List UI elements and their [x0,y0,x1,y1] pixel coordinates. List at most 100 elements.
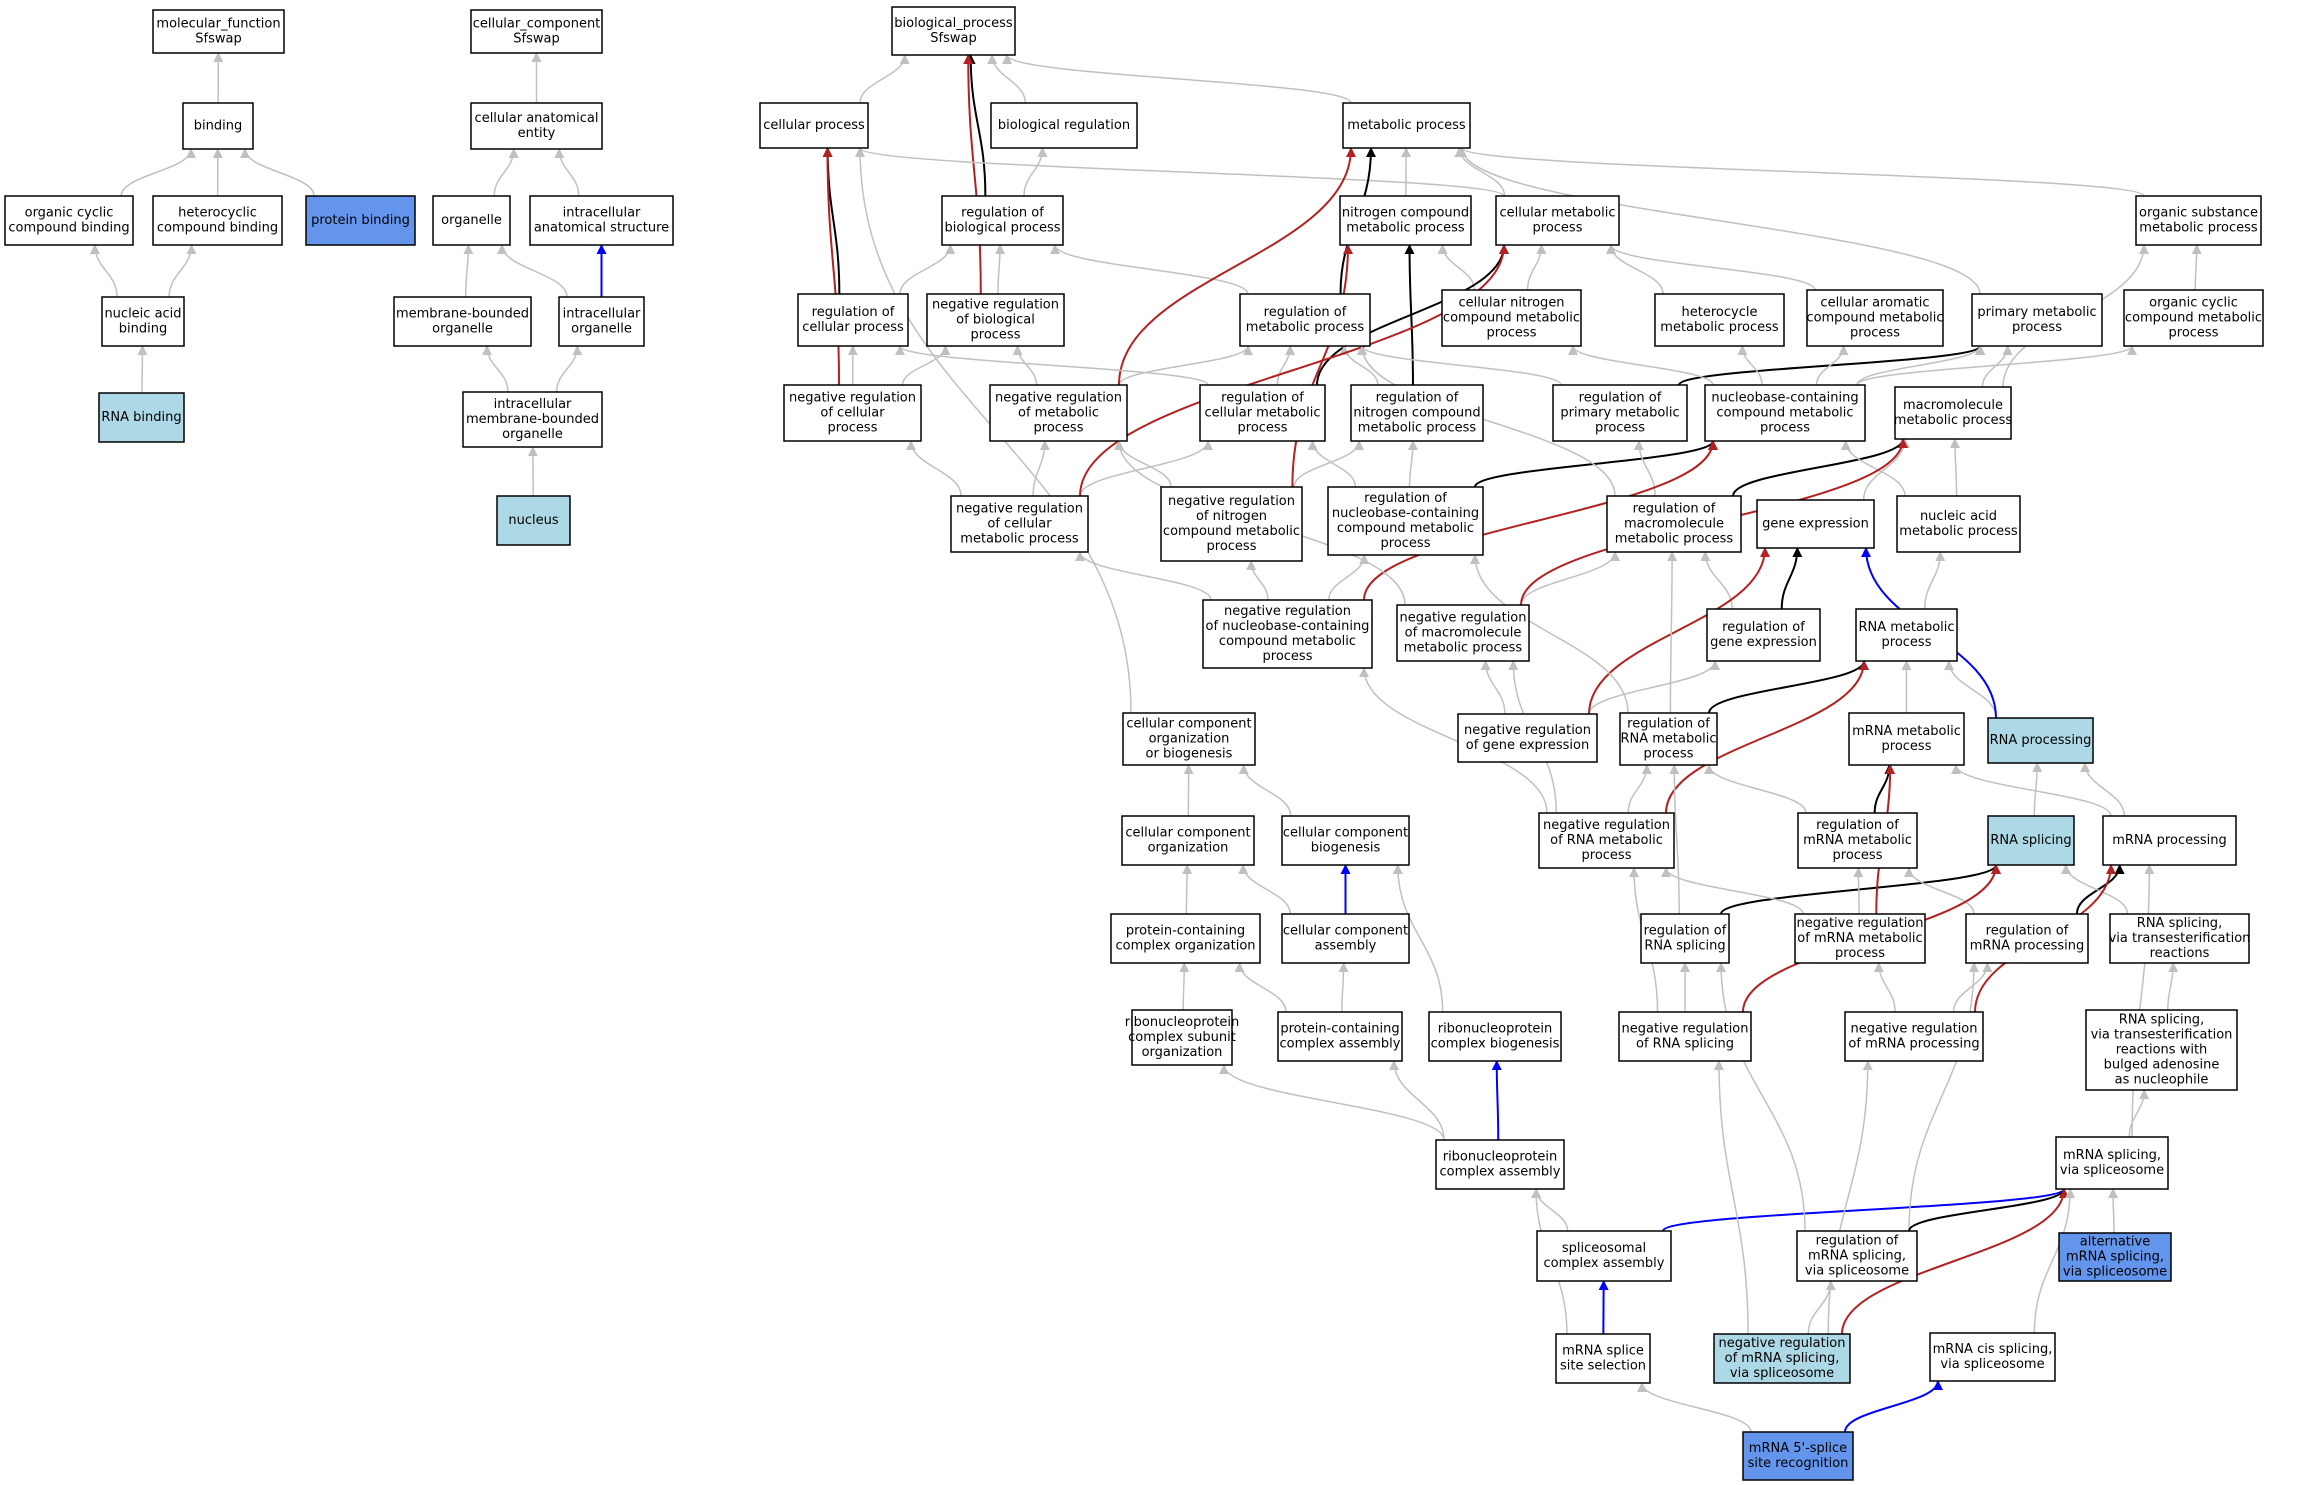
node-rnaproc[interactable]: RNA processing [1987,717,2094,764]
node-mcsvs[interactable]: mRNA cis splicing,via spliceosome [1929,1332,2056,1382]
edge-cncmp-to-cmp [1526,244,1547,291]
node-nucleus[interactable]: nucleus [496,495,571,546]
node-label-line: primary metabolic [1560,406,1679,421]
edge-cacmp-to-cmp [1606,244,1816,291]
node-box [1794,913,1926,964]
node-box [305,195,416,246]
node-label-line: complex assembly [1440,1165,1561,1180]
node-label-line: nucleic acid [1920,509,1997,524]
edge-rncso-to-pcco [1179,962,1190,1011]
node-rnabind[interactable]: RNA binding [98,392,185,443]
node-organelle[interactable]: organelle [432,195,511,246]
node-msvs[interactable]: mRNA splicing,via spliceosome [2055,1136,2169,1190]
node-mrnaproc[interactable]: mRNA processing [2102,815,2237,866]
node-cp[interactable]: cellular process [759,102,869,149]
edge-rncb-to-ccb [1392,864,1444,1013]
node-rsvtrba[interactable]: RNA splicing,via transesterificationreac… [2085,1009,2238,1091]
node-protbind[interactable]: protein binding [305,195,416,246]
node-box [1435,1139,1565,1190]
node-rsvtr[interactable]: RNA splicing,via transesterificationreac… [2109,913,2251,964]
edge-rmsvs-to-rrs [1716,962,1806,1232]
node-label-line: negative regulation [789,391,916,406]
node-label-line: regulation of [1221,391,1304,406]
node-label-line: biological process [944,221,1060,236]
node-breg[interactable]: biological regulation [990,102,1138,149]
node-label-line: organelle [441,213,502,228]
node-label-line: mRNA cis splicing, [1933,1342,2053,1357]
node-label-line: negative regulation [1464,723,1591,738]
node-label-line: cellular anatomical [475,111,599,126]
node-box [1606,495,1742,553]
node-binding[interactable]: binding [182,102,254,150]
node-rnasplice[interactable]: RNA splicing [1987,815,2075,866]
node-rnbcmp[interactable]: regulation ofnucleobase-containingcompou… [1327,486,1484,556]
node-ge[interactable]: gene expression [1756,499,1875,549]
edge-pcca-to-cca [1338,962,1349,1013]
node-mp[interactable]: metabolic process [1342,102,1471,149]
